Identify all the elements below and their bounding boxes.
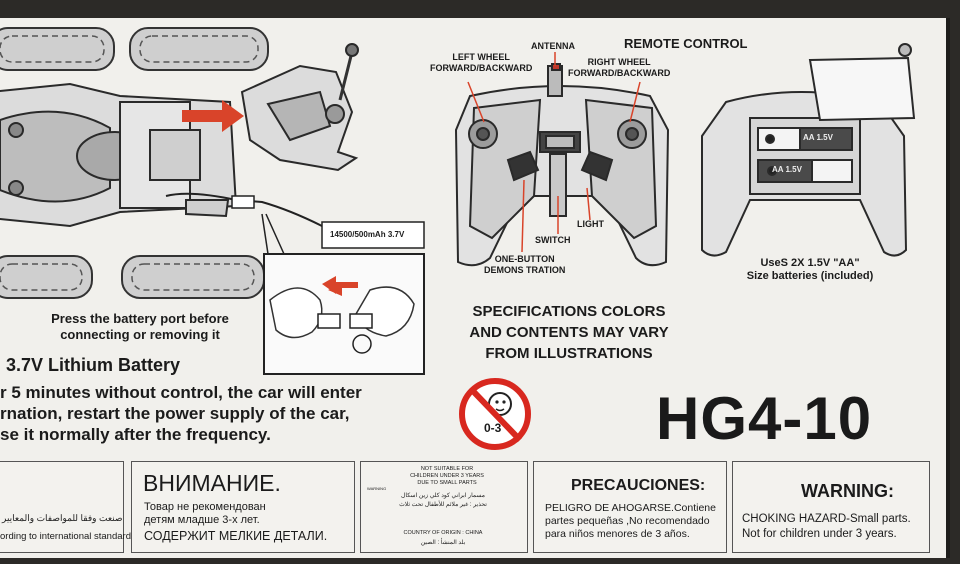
multi-arabic-text: مسمار ابراني كود كلي زين اسكال تحذير : غ… bbox=[376, 492, 510, 510]
multi-top-text: NOT SUITABLE FOR CHILDREN UNDER 3 YEARS … bbox=[402, 466, 492, 487]
english-lines: CHOKING HAZARD-Small parts. Not for chil… bbox=[742, 512, 911, 542]
russian-lines: Товар не рекомендован детям младше 3-х л… bbox=[144, 501, 266, 527]
warning-panel-arabic bbox=[0, 461, 124, 553]
english-line-1: CHOKING HAZARD-Small parts. bbox=[742, 513, 911, 525]
lithium-battery-title: 3.7V Lithium Battery bbox=[6, 355, 181, 375]
english-line-2: Not for children under 3 years. bbox=[742, 528, 897, 540]
batteries-note: UseS 2X 1.5V "AA" Size batteries (includ… bbox=[720, 257, 900, 283]
specs-line-1: SPECIFICATIONS COLORS bbox=[472, 303, 666, 320]
multi-arabic-line-1: مسمار ابراني كود كلي زين اسكال bbox=[401, 493, 485, 499]
batteries-note-line-1: UseS 2X 1.5V "AA" bbox=[760, 257, 860, 269]
battery-spec-box bbox=[321, 221, 425, 249]
warning-panel-russian bbox=[131, 461, 355, 553]
battery-spec-text: 14500/500mAh 3.7V bbox=[330, 230, 405, 239]
standards-text: ording to international standards bbox=[0, 531, 136, 542]
english-title: WARNING: bbox=[801, 481, 894, 501]
antenna-label: ANTENNA bbox=[531, 41, 575, 51]
russian-line-1: Товар не рекомендован bbox=[144, 501, 266, 513]
hibernation-line-1: r 5 minutes without control, the car wil… bbox=[0, 383, 362, 402]
russian-line-2: детям младше 3-х лет. bbox=[144, 514, 260, 526]
tread-top-right bbox=[129, 27, 269, 71]
right-wheel-line-1: RIGHT WHEEL bbox=[587, 57, 651, 67]
specifications-notice: SPECIFICATIONS COLORS AND CONTENTS MAY V… bbox=[448, 301, 690, 364]
age-range-text: 0-3 bbox=[484, 421, 502, 435]
front-bumper-illustration bbox=[240, 43, 359, 172]
light-label: LIGHT bbox=[577, 219, 604, 229]
battery-port-line-2: connecting or removing it bbox=[60, 327, 220, 342]
demo-line-2: DEMONS TRATION bbox=[484, 265, 566, 275]
right-wheel-label: RIGHT WHEEL FORWARD/BACKWARD bbox=[568, 57, 670, 79]
right-wheel-line-2: FORWARD/BACKWARD bbox=[568, 68, 671, 78]
remote-control-title: REMOTE CONTROL bbox=[624, 36, 748, 51]
tread-bottom-left bbox=[0, 255, 93, 299]
demo-line-1: ONE-BUTTON bbox=[494, 254, 555, 264]
remote-control-back bbox=[701, 43, 916, 257]
car-body-illustration bbox=[0, 82, 238, 228]
battery-port-line-1: Press the battery port before bbox=[51, 311, 229, 326]
multi-top-line-1: NOT SUITABLE FOR bbox=[420, 466, 474, 472]
tread-top-left bbox=[0, 27, 115, 71]
aa-cell-2: AA 1.5V bbox=[772, 165, 802, 174]
russian-bottom: СОДЕРЖИТ МЕЛКИЕ ДЕТАЛИ. bbox=[144, 529, 328, 543]
demo-label: ONE-BUTTON DEMONS TRATION bbox=[484, 254, 565, 276]
spanish-line-2: partes pequeñas ,No recomendado bbox=[545, 515, 710, 527]
spanish-title: PRECAUCIONES: bbox=[571, 477, 706, 494]
specs-line-3: FROM ILLUSTRATIONS bbox=[485, 345, 653, 362]
age-prohibition-icon bbox=[459, 378, 531, 450]
batteries-note-line-2: Size batteries (included) bbox=[746, 270, 874, 282]
left-wheel-line-1: LEFT WHEEL bbox=[452, 52, 510, 62]
multi-origin: COUNTRY OF ORIGIN : CHINA bbox=[403, 530, 483, 536]
hibernation-line-3: se it normally after the frequency. bbox=[0, 425, 271, 444]
remote-control-front bbox=[454, 63, 670, 267]
multi-top-line-3: DUE TO SMALL PARTS bbox=[417, 480, 477, 486]
arabic-standards-text: صنعت وفقا للمواصفات والمعايير bbox=[2, 513, 123, 523]
spanish-line-3: para niños menores de 3 años. bbox=[545, 528, 690, 540]
warning-panel-english bbox=[732, 461, 930, 553]
top-dark-edge bbox=[0, 0, 960, 18]
battery-port-instruction: Press the battery port before connecting… bbox=[24, 311, 256, 343]
model-number: HG4-10 bbox=[656, 385, 873, 452]
hibernation-text: r 5 minutes without control, the car wil… bbox=[0, 382, 362, 445]
warning-panel-multilingual bbox=[360, 461, 528, 553]
callout-lines bbox=[467, 52, 641, 253]
multi-warning-small: WARNING bbox=[367, 486, 387, 491]
hibernation-line-2: rnation, restart the power supply of the… bbox=[0, 404, 350, 423]
multi-top-line-2: CHILDREN UNDER 3 YEARS bbox=[410, 473, 484, 479]
battery-connect-inset bbox=[261, 213, 425, 375]
left-wheel-label: LEFT WHEEL FORWARD/BACKWARD bbox=[430, 52, 532, 74]
tread-bottom-right bbox=[121, 255, 265, 299]
multi-origin-arabic: بلد المنشأ : الصين bbox=[420, 540, 466, 546]
aa-cell-1: AA 1.5V bbox=[803, 133, 833, 142]
russian-title: ВНИМАНИЕ. bbox=[143, 470, 281, 496]
switch-label: SWITCH bbox=[535, 235, 571, 245]
spanish-lines: PELIGRO DE AHOGARSE.Contiene partes pequ… bbox=[545, 502, 716, 541]
battery-plug bbox=[231, 195, 255, 209]
specs-line-2: AND CONTENTS MAY VARY bbox=[469, 324, 669, 341]
left-wheel-line-2: FORWARD/BACKWARD bbox=[430, 63, 533, 73]
multi-arabic-line-2: تحذير : غير ملائم للأطفال تحت ثلاث bbox=[399, 502, 487, 508]
warning-panel-spanish bbox=[533, 461, 727, 553]
red-arrow-right bbox=[182, 100, 244, 132]
spanish-line-1: PELIGRO DE AHOGARSE.Contiene bbox=[545, 502, 716, 514]
